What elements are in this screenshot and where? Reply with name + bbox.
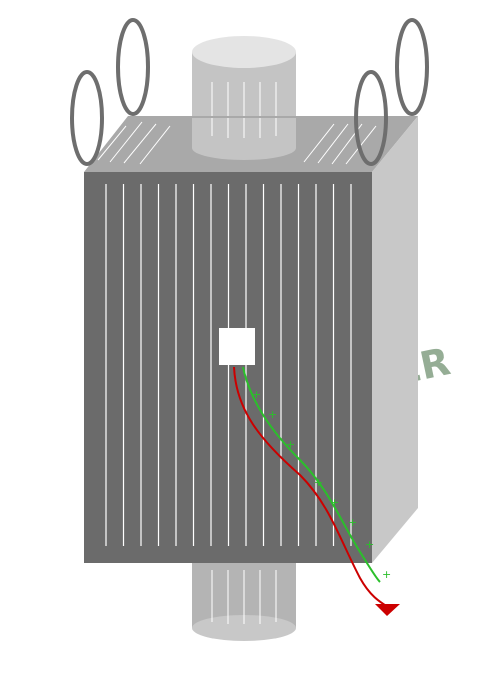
grounding-wire-green	[242, 366, 381, 583]
lifting-loop-icon	[395, 18, 429, 116]
lifting-loops-front	[70, 70, 388, 166]
bottom-discharge-spout	[192, 562, 296, 641]
lifting-loop-icon	[70, 70, 104, 166]
wire-cross-markers: + + + + + + + +	[252, 388, 391, 581]
cross-marker: +	[348, 516, 357, 529]
cross-marker: +	[268, 408, 277, 421]
lifting-loop-icon	[354, 70, 388, 166]
cross-marker: +	[286, 438, 295, 451]
bag-top-face	[84, 116, 418, 172]
cross-marker: +	[314, 476, 323, 489]
triangle-down-icon	[375, 604, 400, 616]
bag-side-face	[372, 116, 418, 563]
document-pouch-icon	[219, 328, 255, 365]
grounding-wire-red	[233, 366, 389, 608]
cross-marker: +	[252, 388, 261, 401]
cross-marker: +	[330, 496, 339, 509]
cross-marker: +	[382, 568, 391, 581]
grounding-cable	[233, 366, 389, 608]
bag-front-face	[84, 172, 372, 563]
lifting-loops-back	[116, 18, 429, 116]
cross-marker: +	[365, 538, 374, 551]
lifting-loop-icon	[116, 18, 150, 116]
